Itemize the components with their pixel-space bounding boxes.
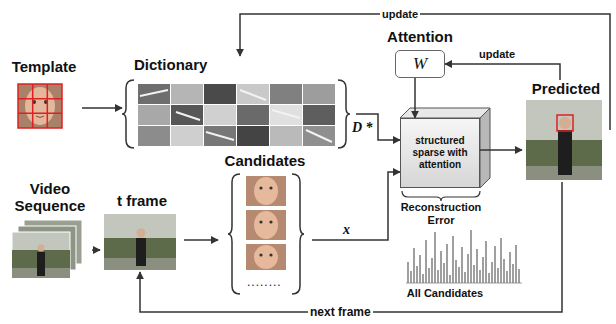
image-node: Candidates — [218, 152, 312, 296]
process-box: structured sparse with attention — [400, 118, 480, 188]
brace — [292, 174, 304, 294]
video-frame-image — [12, 232, 70, 278]
edge-label: D * — [350, 120, 375, 136]
chart-title: Reconstruction Error — [393, 201, 489, 227]
node-heading: Dictionary — [122, 56, 356, 73]
node-heading: t frame — [100, 192, 184, 209]
node-text: structured sparse with attention — [405, 135, 475, 171]
image-node: Video Sequence — [8, 180, 92, 284]
edge-label: update — [477, 48, 517, 61]
ellipsis-dots: ........ — [247, 276, 282, 288]
image-node: t frame — [100, 192, 184, 272]
node-text: W — [396, 51, 444, 76]
box-side-face — [480, 108, 490, 188]
attention-box: AttentionW — [395, 50, 445, 78]
connector-arrow — [312, 172, 400, 240]
brace — [338, 80, 350, 148]
node-heading: Predicted — [522, 80, 610, 97]
connector-arrow — [140, 182, 562, 312]
connector-arrow — [480, 149, 522, 151]
brace — [228, 174, 240, 294]
predicted-image — [526, 100, 602, 180]
connector-arrow — [92, 249, 100, 251]
connector-arrow — [240, 14, 610, 130]
dictionary-patches — [138, 84, 335, 146]
dictionary-node: Dictionary — [122, 56, 356, 152]
template-image — [18, 84, 62, 128]
connector-arrow — [414, 78, 416, 118]
error-bar-chart — [406, 230, 522, 283]
bracket — [402, 191, 480, 201]
edge-label: update — [380, 8, 420, 21]
chart-axis-label: All Candidates — [400, 287, 490, 300]
image-node: Template — [6, 58, 82, 132]
brace — [122, 80, 134, 148]
connector-arrow — [184, 239, 218, 241]
connector-arrow — [82, 107, 122, 109]
image-node: Predicted — [522, 80, 610, 182]
node-heading: Video Sequence — [8, 180, 92, 214]
box-top-face — [400, 108, 490, 118]
frame-image — [104, 214, 176, 270]
node-heading: Template — [6, 58, 82, 75]
connector-arrow — [445, 64, 560, 80]
candidate-faces — [246, 176, 286, 270]
node-heading: Candidates — [218, 152, 312, 169]
edge-label: x — [341, 222, 352, 238]
edge-label: next frame — [308, 305, 373, 319]
